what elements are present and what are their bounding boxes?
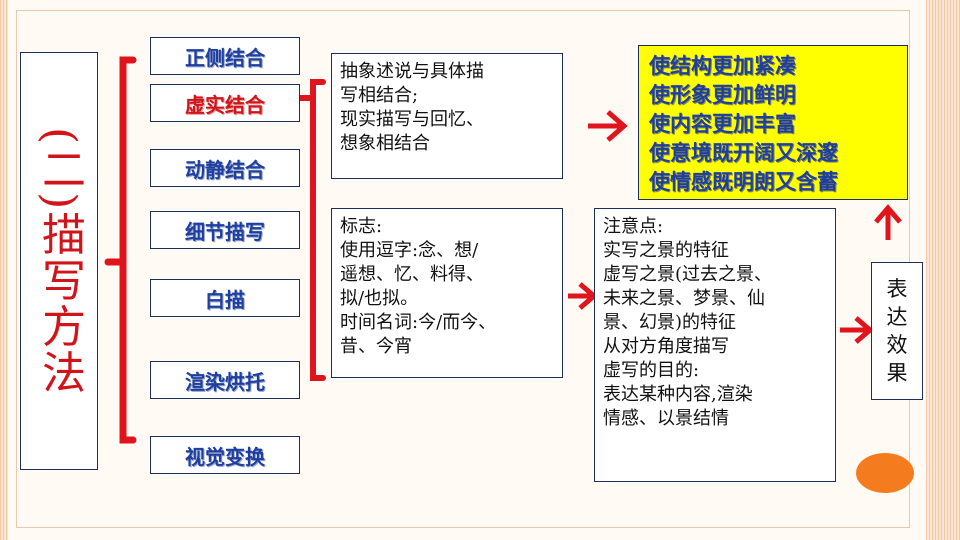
orange-decor-circle [856,453,914,493]
effect-item: 使形象更加鲜明 [649,83,796,107]
effect-item: 使情感既明朗又含蓄 [649,170,838,194]
arrow-to-expression [840,316,874,344]
slide-title: (二)描写方法 [34,126,85,396]
main-bracket [119,56,137,444]
notes-box: 注意点: 实写之景的特征 虚写之景(过去之景、 未来之景、梦景、仙 景、幻景)的… [594,208,836,482]
effects-box: 使结构更加紧凑 使形象更加鲜明 使内容更加丰富 使意境既开阔又深邃 使情感既明朗… [638,45,908,200]
left-decor-stripe [0,0,8,540]
combination-box: 抽象述说与具体描 写相结合; 现实描写与回忆、 想象相结合 [331,53,563,179]
right-decor-stripe [926,0,960,540]
arrow-to-notes [568,282,598,310]
effect-item: 使内容更加丰富 [649,112,796,136]
method-box-5: 白描 [150,279,300,317]
method-box-1: 正侧结合 [150,37,300,75]
method-box-7: 视觉变换 [150,436,300,474]
arrow-up-to-effects [874,204,902,240]
method-box-2: 虚实结合 [150,84,300,122]
expression-label: 表达效果 [886,277,908,385]
sub-bracket [310,79,326,381]
method-box-6: 渲染烘托 [150,361,300,399]
expression-box: 表达效果 [871,262,923,400]
effect-item: 使结构更加紧凑 [649,54,796,78]
arrow-to-effects [588,110,628,142]
method-box-4: 细节描写 [150,211,300,249]
markers-box: 标志: 使用逗字:念、想/ 遥想、忆、料得、 拟/也拟。 时间名词:今/而今、 … [331,208,563,378]
title-box: (二)描写方法 [20,52,98,470]
effect-item: 使意境既开阔又深邃 [649,141,838,165]
method-box-3: 动静结合 [150,149,300,187]
